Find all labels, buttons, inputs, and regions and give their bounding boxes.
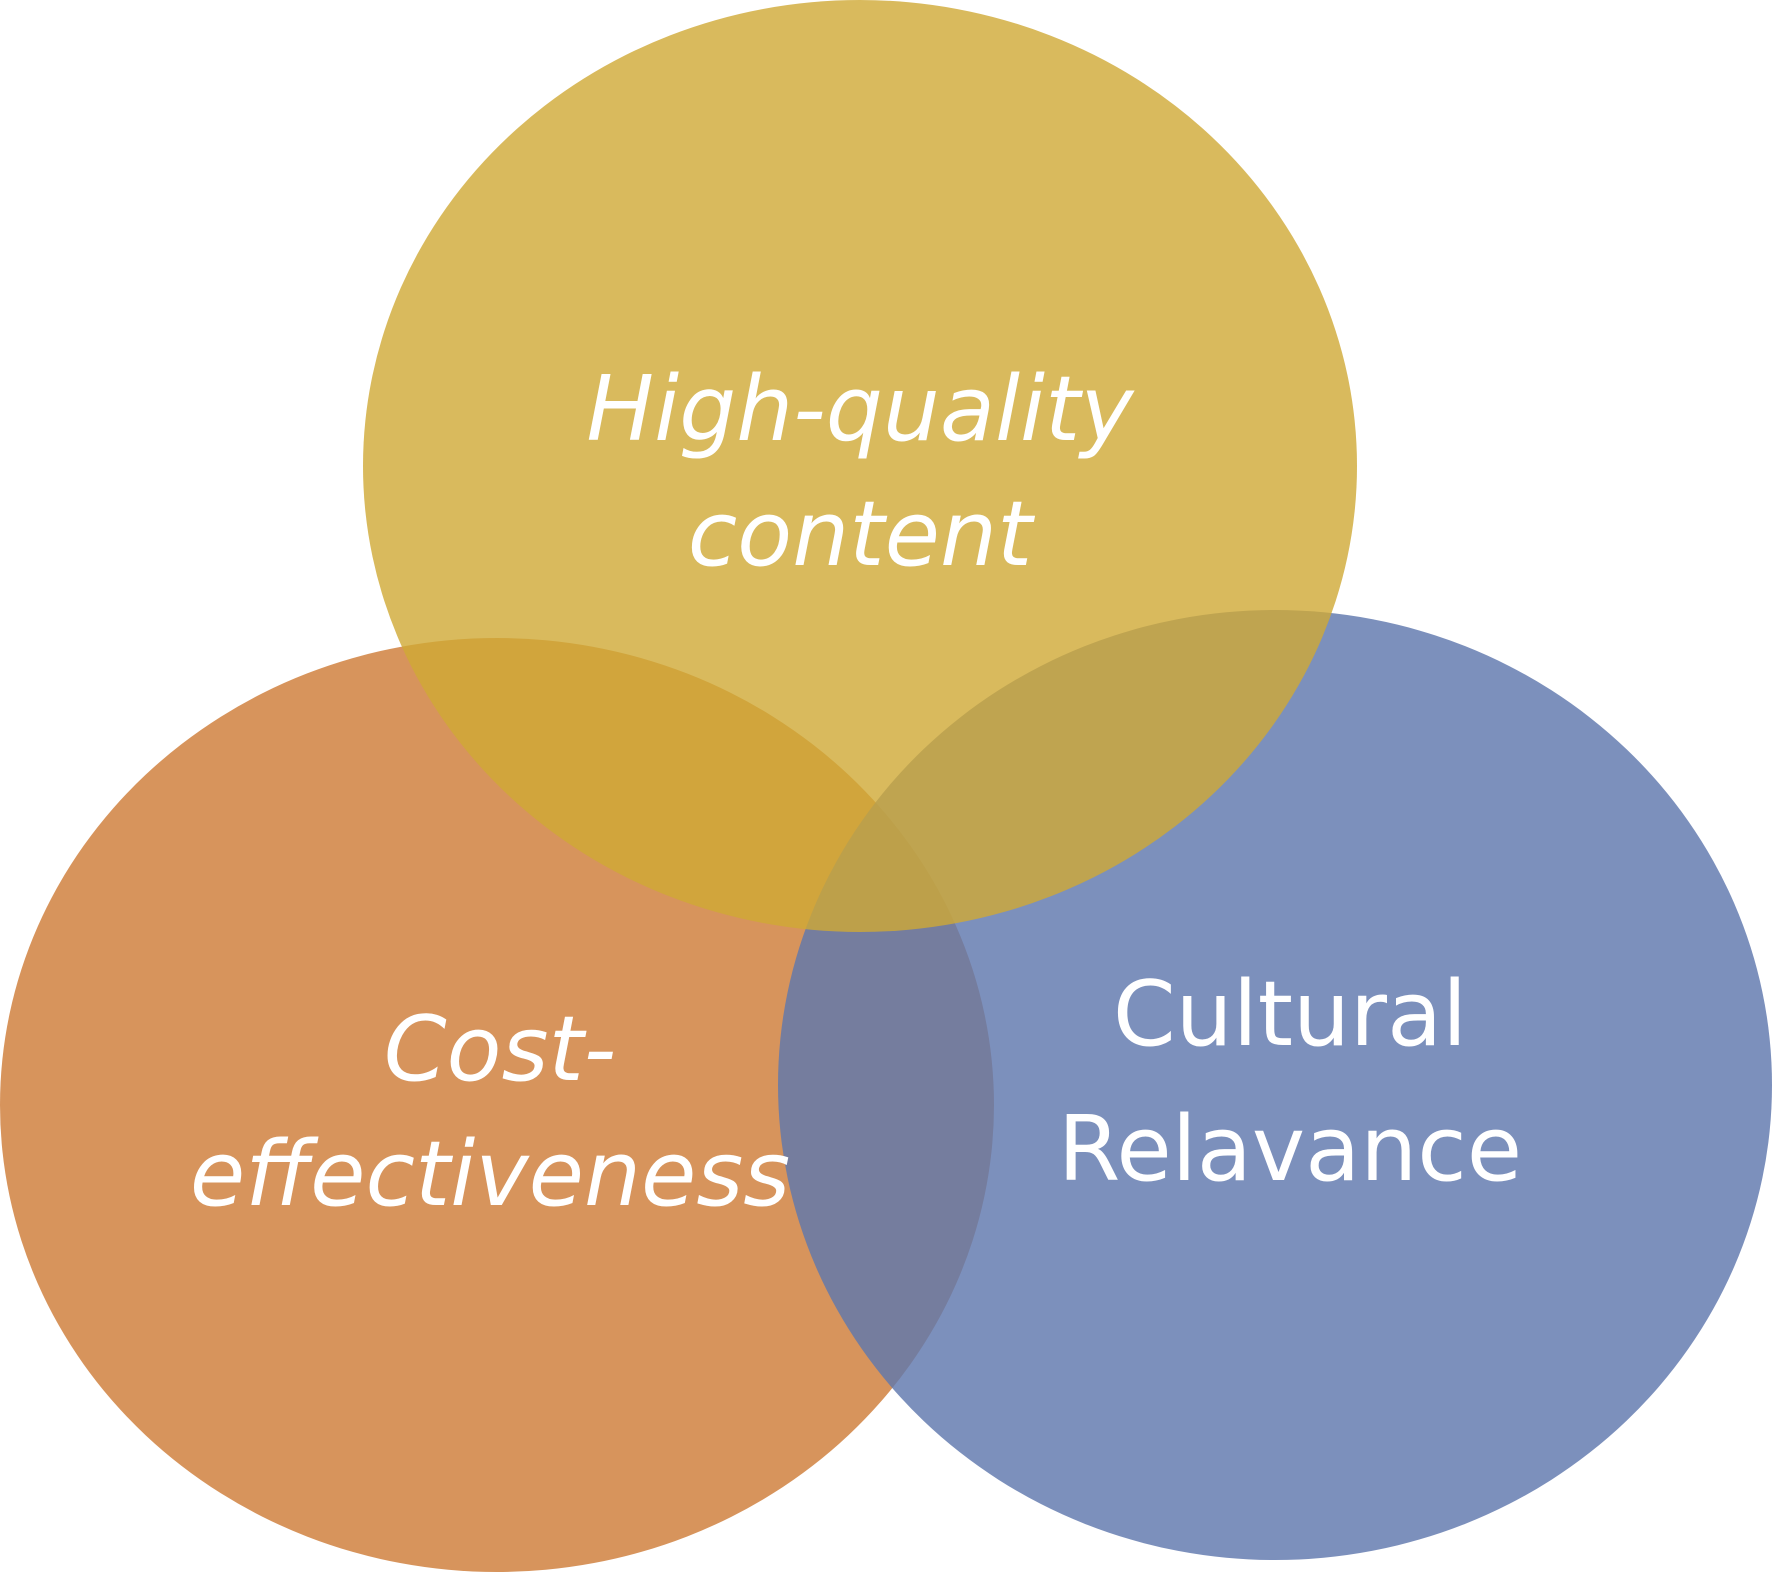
label-cost-effectiveness: Cost- effectiveness <box>190 997 790 1227</box>
label-cultural-relevance: Cultural Relavance <box>1058 962 1522 1202</box>
label-culture-line2: Relavance <box>1058 1097 1522 1202</box>
label-high-quality-content: High-quality content <box>586 357 1135 587</box>
label-culture-line1: Cultural <box>1113 962 1467 1067</box>
label-quality-line2: content <box>688 482 1036 587</box>
label-quality-line1: High-quality <box>586 357 1135 462</box>
label-cost-line1: Cost- <box>384 997 617 1102</box>
circle-high-quality-content <box>363 0 1357 932</box>
label-cost-line2: effectiveness <box>190 1122 790 1227</box>
